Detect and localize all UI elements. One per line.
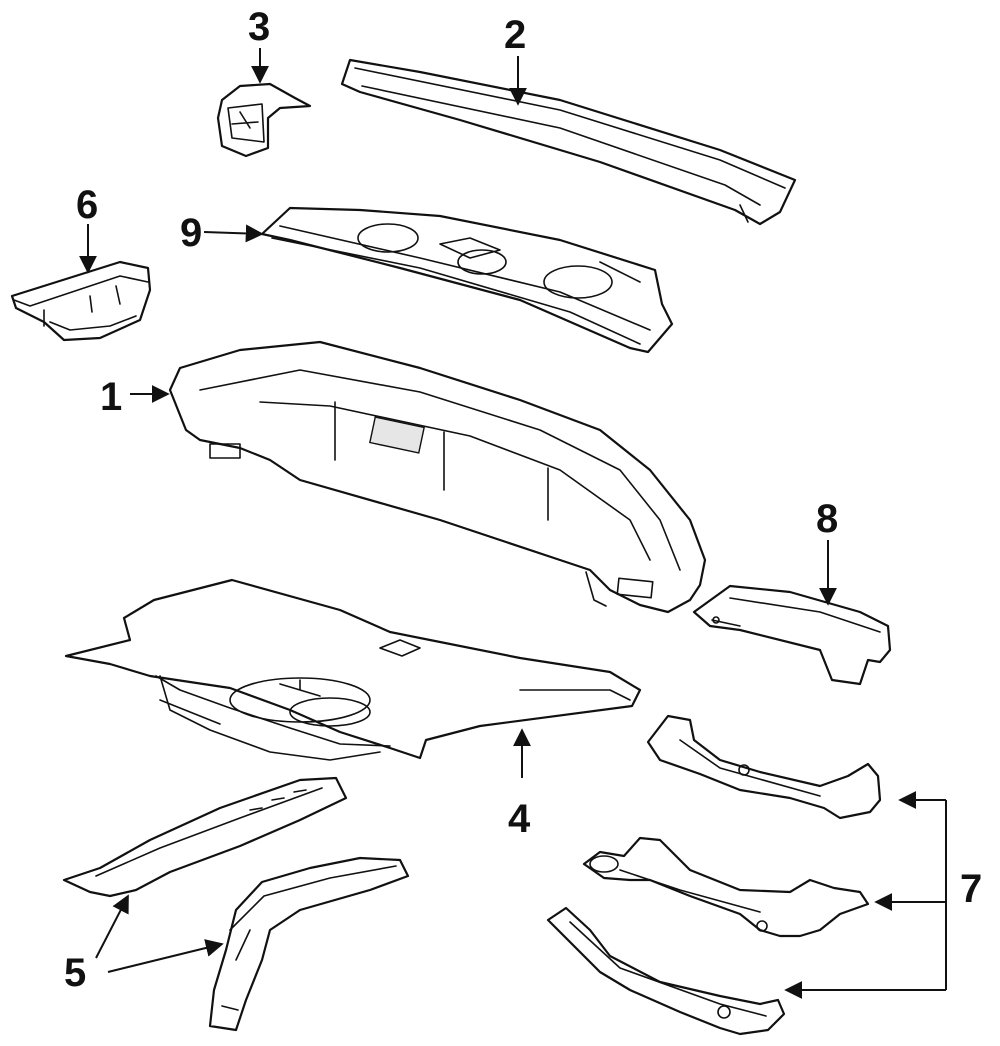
leader-5b	[107, 939, 224, 973]
part-4-floor-pan	[64, 578, 642, 761]
callout-6: 6	[76, 183, 98, 227]
callout-3: 3	[248, 5, 270, 49]
part-5-lower-rail	[208, 856, 410, 1032]
callout-5: 5	[64, 951, 86, 995]
part-1-rear-panel	[168, 340, 707, 614]
callout-8: 8	[816, 497, 838, 541]
callout-1: 1	[100, 375, 122, 419]
part-6-panel	[10, 260, 152, 342]
part-7-upper-bracket	[646, 714, 882, 820]
leader-9	[203, 224, 264, 243]
leader-7	[784, 791, 947, 999]
callout-7: 7	[960, 867, 982, 911]
callout-4: 4	[508, 797, 531, 841]
callout-2: 2	[504, 13, 526, 57]
part-9-package-shelf	[260, 206, 674, 354]
part-8-bracket	[692, 584, 892, 686]
part-2-upper-panel	[340, 58, 797, 226]
part-3-bracket	[216, 82, 312, 158]
part-7-middle-crossmember	[582, 836, 870, 938]
callout-9: 9	[180, 211, 202, 255]
part-7-lower-rail	[546, 906, 786, 1036]
leader-5a	[95, 894, 129, 959]
